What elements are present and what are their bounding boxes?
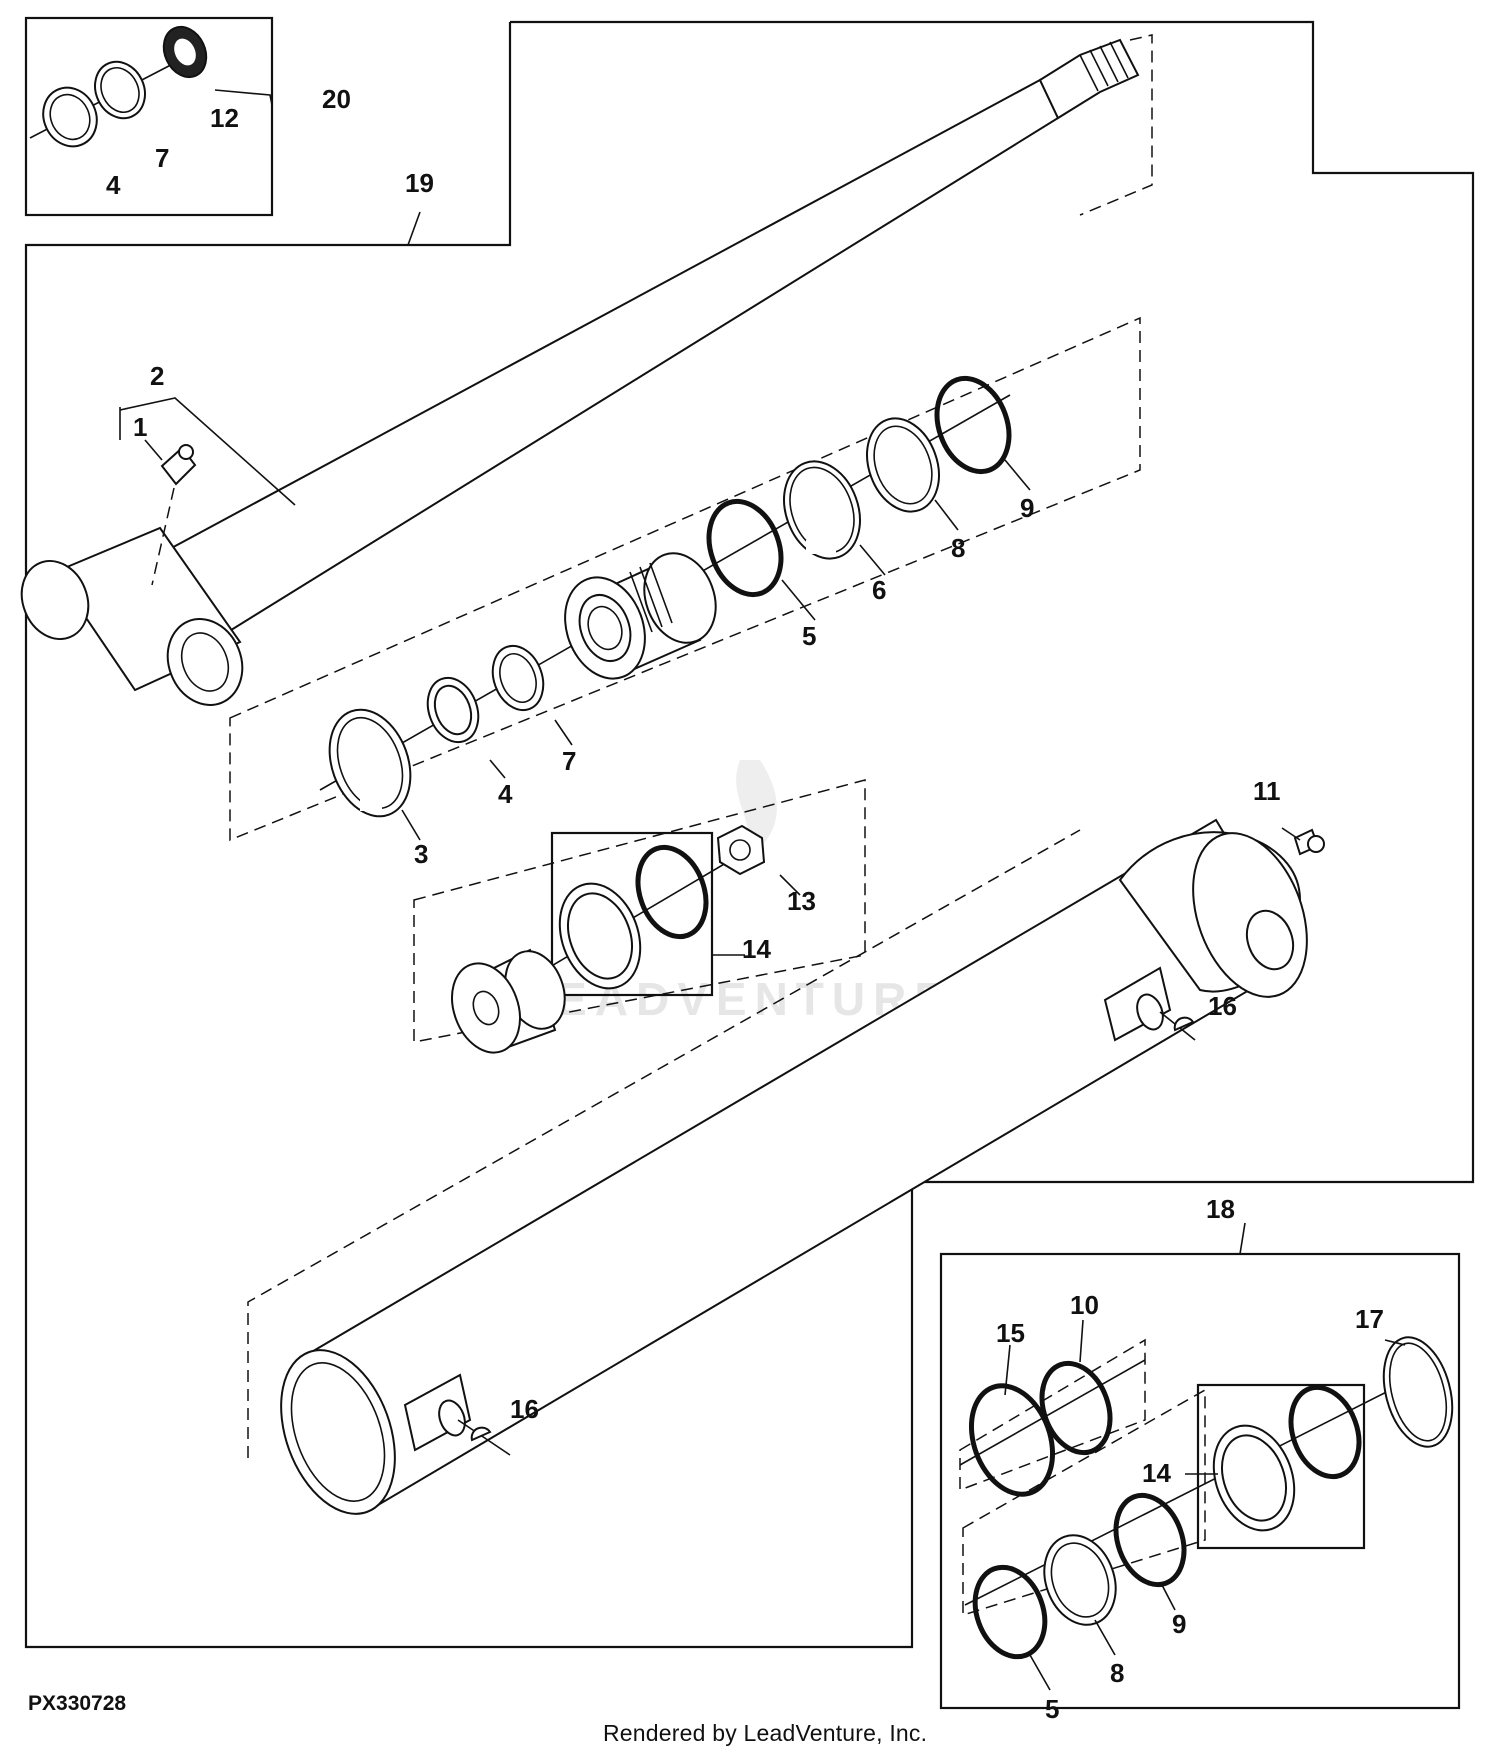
barrel	[280, 818, 1308, 1515]
callout-9-upper: 9	[1020, 493, 1034, 523]
snap-ring-part-3	[328, 708, 412, 818]
nut-part-13	[716, 824, 766, 876]
callout-12: 12	[210, 103, 239, 133]
callout-1: 1	[133, 412, 147, 442]
cap-part-16-lower	[457, 1419, 511, 1456]
callout-7-kit20: 7	[155, 143, 169, 173]
ring-part-17	[1382, 1336, 1454, 1448]
seal-part-14	[558, 882, 642, 990]
seal-part-4	[426, 676, 480, 744]
barrel-port-upper	[1103, 966, 1172, 1042]
kit-20-parts	[29, 25, 208, 148]
oring-part-14-lower	[1288, 1384, 1362, 1480]
kit-18-axis-upper	[959, 1359, 1146, 1466]
callout-16-lower: 16	[510, 1394, 539, 1424]
callout-19: 19	[405, 168, 434, 198]
callout-15: 15	[996, 1318, 1025, 1348]
kit-18-frame	[939, 1252, 1461, 1710]
callout-2: 2	[150, 361, 164, 391]
oring-part-5-lower	[972, 1564, 1048, 1660]
oring-part-9-lower	[1113, 1492, 1187, 1588]
oring-part-15	[968, 1383, 1056, 1497]
callout-14-lower: 14	[1142, 1458, 1171, 1488]
ring-part-8-lower	[1043, 1534, 1117, 1626]
callout-6: 6	[872, 575, 886, 605]
watermark: LEADVENTURE	[520, 760, 945, 1025]
oring-part-14	[635, 844, 709, 940]
callout-11: 11	[1253, 776, 1281, 806]
callout-3: 3	[414, 839, 428, 869]
callout-20: 20	[322, 84, 351, 114]
kit-18-seal-box-upper	[959, 1338, 1146, 1492]
callout-17: 17	[1355, 1304, 1384, 1334]
figure-id: PX330728	[28, 1692, 127, 1715]
callout-13: 13	[787, 886, 816, 916]
grease-fitting-11	[1293, 828, 1325, 856]
gland-piston	[564, 552, 717, 680]
callout-9-lower: 9	[1172, 1609, 1186, 1639]
backup-ring-part-6	[783, 460, 861, 560]
callout-10: 10	[1070, 1290, 1099, 1320]
rod-part-2	[20, 38, 1140, 706]
callout-5-lower: 5	[1045, 1694, 1059, 1724]
barrel-dash	[247, 829, 1081, 1458]
callout-4-upper: 4	[498, 779, 513, 809]
wiper-part-7	[491, 644, 545, 712]
piston-group-box	[229, 316, 1141, 842]
callout-8-lower: 8	[1110, 1658, 1124, 1688]
barrel-port-lower	[403, 1373, 472, 1452]
callout-7-upper: 7	[562, 746, 576, 776]
callout-5-upper: 5	[802, 621, 816, 651]
render-credit: Rendered by LeadVenture, Inc.	[603, 1720, 928, 1746]
grease-fitting-1	[151, 444, 197, 586]
kit-14-frame-lower	[1196, 1383, 1366, 1550]
callout-16-upper: 16	[1208, 991, 1237, 1021]
oring-part-9	[934, 375, 1012, 475]
callout-14-upper: 14	[742, 934, 771, 964]
cap-part-16-upper	[1159, 1011, 1196, 1041]
callout-4-kit20: 4	[106, 170, 121, 200]
oring-part-5	[706, 498, 784, 598]
piston-nut-group-box	[413, 779, 866, 1043]
kit-18-seal-box-lower	[962, 1388, 1206, 1617]
leader-lines	[119, 89, 1406, 1691]
piston	[451, 948, 566, 1054]
callout-18: 18	[1206, 1194, 1235, 1224]
kit-18-axis-lower	[964, 1369, 1431, 1606]
oring-part-10	[1039, 1360, 1113, 1456]
ring-part-8	[866, 417, 940, 513]
kit-20-frame	[24, 16, 274, 217]
kit-14-frame-upper	[550, 831, 714, 997]
seal-part-14-lower	[1212, 1424, 1296, 1532]
callout-8-upper: 8	[951, 533, 965, 563]
rod-tip-dash	[1079, 34, 1153, 216]
